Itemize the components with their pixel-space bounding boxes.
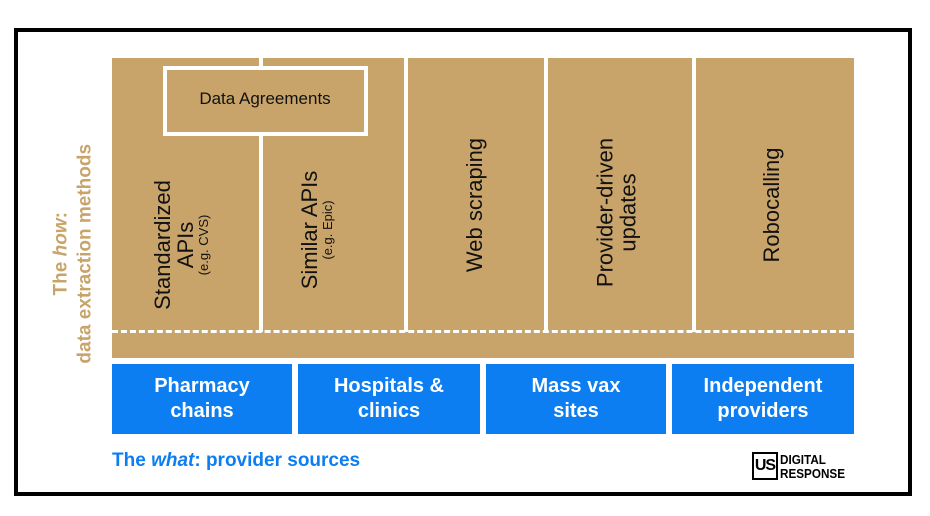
method-label: updates (615, 173, 641, 252)
method-label: Similar APIs (297, 170, 322, 290)
source-label: sites (553, 400, 599, 422)
methods-band (112, 58, 854, 358)
method-standardized-apis: Standardized APIs (e.g. CVS) (150, 150, 231, 340)
source-label: Pharmacy (154, 375, 250, 397)
agreements-connector (259, 58, 263, 68)
method-robocalling: Robocalling (759, 115, 790, 295)
source-independent-providers: Independent providers (672, 364, 854, 434)
source-hospitals-clinics: Hospitals & clinics (298, 364, 480, 434)
method-example: (e.g. CVS) (196, 214, 212, 276)
dashed-divider (112, 330, 854, 333)
method-label: APIs (173, 221, 199, 269)
source-label: Independent (703, 375, 823, 397)
column-divider (692, 58, 696, 332)
source-label: Mass vax (531, 375, 621, 397)
source-pharmacy-chains: Pharmacy chains (112, 364, 292, 434)
how-prefix: The (50, 256, 72, 296)
how-axis-label: The how: data extraction methods (49, 94, 97, 414)
column-divider (544, 58, 548, 332)
what-prefix: The (112, 450, 152, 471)
method-label: Web scraping (462, 137, 487, 273)
source-label: clinics (357, 400, 421, 422)
logo-line: RESPONSE (780, 466, 846, 481)
method-label: Standardized (150, 180, 175, 310)
source-label: providers (717, 400, 809, 422)
source-label: Hospitals & (333, 375, 445, 397)
method-provider-driven-updates: Provider-driven updates (592, 123, 649, 303)
source-mass-vax-sites: Mass vax sites (486, 364, 666, 434)
what-suffix: : provider sources (194, 450, 361, 471)
method-label: Robocalling (759, 147, 784, 263)
data-agreements-box (163, 66, 368, 136)
column-divider (259, 136, 263, 332)
method-web-scraping: Web scraping (462, 115, 493, 295)
data-agreements-label: Data Agreements (199, 89, 331, 108)
logo-mark: US (752, 452, 778, 480)
us-digital-response-logo: US DIGITAL RESPONSE (752, 450, 852, 484)
method-similar-apis: Similar APIs (e.g. Epic) (297, 140, 358, 320)
how-suffix: : (50, 212, 72, 219)
how-emphasis: how (50, 218, 72, 257)
what-axis-label: The what: provider sources (112, 450, 360, 472)
column-divider (404, 58, 408, 332)
method-label: Provider-driven (592, 137, 618, 288)
how-subtitle: data extraction methods (74, 143, 95, 364)
what-emphasis: what (151, 450, 195, 471)
logo-line: DIGITAL (780, 452, 826, 467)
source-label: chains (170, 400, 234, 422)
method-example: (e.g. Epic) (320, 200, 336, 260)
